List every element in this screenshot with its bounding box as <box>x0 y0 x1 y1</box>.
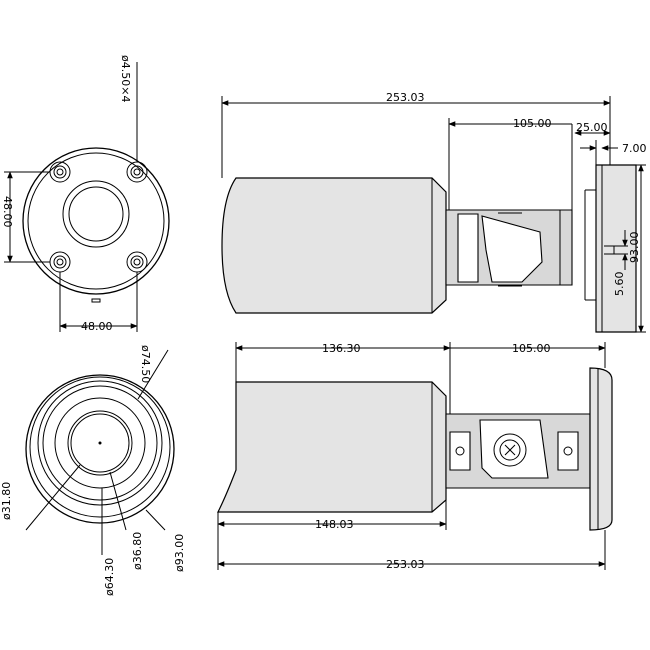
wall-plate-side <box>589 367 613 531</box>
lens-31-dia-label: ø31.80 <box>0 482 13 520</box>
mount-hole-top-left <box>49 161 71 183</box>
top-plate-height-label: 93.00 <box>628 232 641 264</box>
mount-hole-bottom-left <box>49 251 71 273</box>
camera-body-top <box>221 177 447 314</box>
bracket-joint-side <box>479 419 549 479</box>
lens-glass-31 <box>70 413 130 473</box>
lens-36-dia-label: ø36.80 <box>131 532 144 570</box>
mount-base-inner-rim <box>27 152 165 290</box>
cable-opening-inner <box>68 186 124 242</box>
side-lower-length-label: 148.03 <box>315 518 354 531</box>
top-plate-thickness-label: 7.00 <box>622 142 647 155</box>
top-offset-label: 5.60 <box>613 272 626 297</box>
cable-opening-outer <box>62 180 130 248</box>
bracket-knob <box>493 433 527 467</box>
side-view: 136.30 105.00 148.03 253.03 <box>217 342 613 571</box>
mount-base-outer <box>22 147 170 295</box>
mount-hole-bottom-right <box>126 251 148 273</box>
base-dia-label: ø93.00 <box>173 534 186 572</box>
top-total-length-label: 253.03 <box>386 91 425 104</box>
lens-outer-dia-label: ø74.50 <box>139 345 152 383</box>
mount-hole-top-right <box>126 161 148 183</box>
top-mount-depth-label: 25.00 <box>576 121 608 134</box>
side-total-length-label: 253.03 <box>386 558 425 571</box>
hole-size-label: ø4.50×4 <box>119 55 132 102</box>
lens-ring-64 <box>54 397 146 489</box>
bracket-joint-top <box>481 215 543 283</box>
front-lens-view: ø74.50 ø31.80 ø64.30 ø36.80 ø93.00 <box>0 345 186 596</box>
side-bracket-length-label: 105.00 <box>512 342 551 355</box>
lens-housing-outer <box>37 380 163 506</box>
dim-vertical-48-label: 48.00 <box>1 196 14 228</box>
lens-64-dia-label: ø64.30 <box>103 558 116 596</box>
mount-tab <box>91 298 101 303</box>
lens-ring-36 <box>67 410 133 476</box>
front-mount-view: ø4.50×4 48.00 48.00 <box>1 55 170 333</box>
side-body-length-label: 136.30 <box>322 342 361 355</box>
camera-body-side <box>217 381 447 513</box>
top-view: 253.03 105.00 25.00 7.00 93.00 5.60 <box>221 91 647 333</box>
top-bracket-length-label: 105.00 <box>513 117 552 130</box>
base-circle-93 <box>25 374 175 524</box>
dim-horizontal-48-label: 48.00 <box>81 320 113 333</box>
